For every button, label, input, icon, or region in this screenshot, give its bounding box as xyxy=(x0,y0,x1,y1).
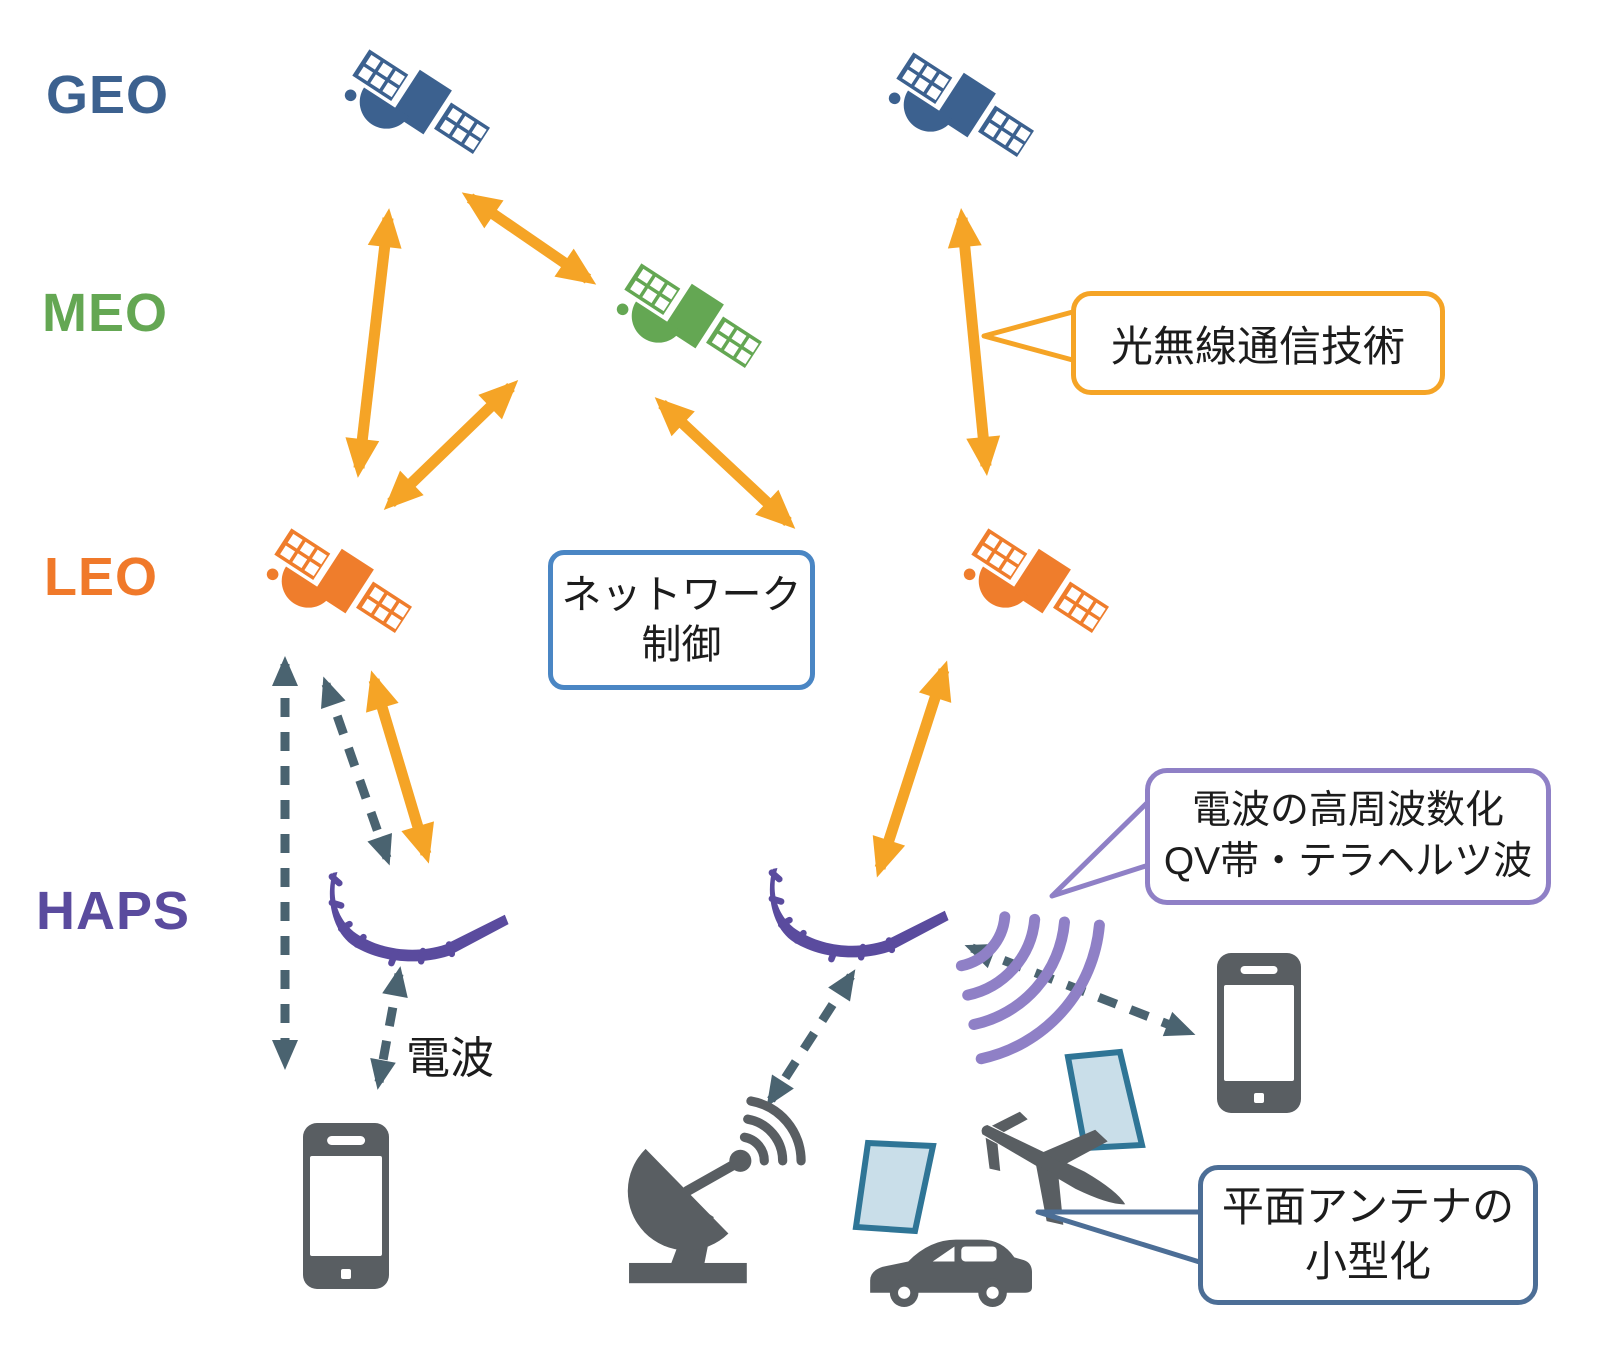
wifi-icon xyxy=(739,1096,806,1166)
callout-network-control-line1: ネットワーク xyxy=(561,573,802,617)
optical-link-arrow-geo-right-leo-right xyxy=(947,208,1001,476)
ground-station-icon xyxy=(627,1096,806,1284)
layer-label-meo: MEO xyxy=(42,283,169,343)
phone-home-button xyxy=(341,1269,351,1280)
layer-label-haps: HAPS xyxy=(36,881,191,941)
radio-link-arrow-leo-left-haps-left xyxy=(321,676,392,866)
callout-high-frequency-line1: 電波の高周波数化 xyxy=(1191,788,1504,832)
callout-tail-high-freq xyxy=(1049,795,1155,899)
callout-network-control-line2: 制御 xyxy=(641,623,722,667)
phone-speaker xyxy=(1240,965,1278,974)
callout-flat-antenna-line1: 平面アンテナの xyxy=(1221,1183,1515,1231)
geo-satellite-icon-right xyxy=(879,43,1040,183)
optical-link-arrow-meo-leo-right xyxy=(654,397,796,529)
callout-high-frequency-line2: QV帯・テラヘルツ波 xyxy=(1163,839,1533,883)
optical-link-arrow-geo-left-leo-left xyxy=(345,208,402,478)
callout-optical-wireless-text: 光無線通信技術 xyxy=(1110,322,1405,370)
leo-satellite-icon-left xyxy=(257,519,418,659)
haps-aircraft-icon-right xyxy=(770,868,949,959)
radio-wave-icon xyxy=(955,911,1105,1065)
callout-flat-antenna-line2: 小型化 xyxy=(1304,1238,1431,1285)
callout-optical-wireless: 光無線通信技術 xyxy=(1071,291,1445,395)
phone-speaker xyxy=(327,1136,365,1145)
callout-tail-optical xyxy=(981,307,1083,365)
callout-tail-flat-antenna xyxy=(1035,1209,1209,1267)
radio-wave-label: 電波 xyxy=(406,1034,494,1083)
airplane-icon xyxy=(981,1111,1126,1225)
meo-satellite-icon xyxy=(607,254,768,394)
flat-panel-antenna-icon-right xyxy=(1064,1048,1146,1152)
smartphone-icon-right xyxy=(1217,953,1301,1113)
optical-link-arrow-leo-left-haps-left xyxy=(366,670,434,864)
smartphone-icon-left xyxy=(303,1123,389,1289)
callout-high-frequency: 電波の高周波数化 QV帯・テラヘルツ波 xyxy=(1145,768,1551,905)
geo-satellite-icon-left xyxy=(335,40,496,180)
leo-satellite-icon-right xyxy=(954,519,1115,659)
radio-link-arrow-haps-left-phone xyxy=(370,966,408,1090)
callout-network-control: ネットワーク 制御 xyxy=(548,550,815,690)
layer-label-geo: GEO xyxy=(46,65,170,125)
haps-aircraft-icon-left xyxy=(330,872,509,963)
car-icon xyxy=(870,1239,1032,1307)
phone-home-button xyxy=(1254,1093,1264,1104)
optical-link-arrow-leo-right-haps-right xyxy=(872,660,952,878)
flat-panel-antenna-icon-center xyxy=(852,1139,937,1235)
callout-flat-antenna: 平面アンテナの 小型化 xyxy=(1198,1165,1538,1305)
optical-link-arrow-geo-left-meo xyxy=(461,192,597,285)
radio-link-arrow-haps-right-ground-station xyxy=(766,969,856,1107)
phone-screen xyxy=(309,1156,383,1256)
phone-screen xyxy=(1223,985,1295,1081)
layer-label-leo: LEO xyxy=(44,547,159,607)
optical-link-arrow-meo-leo-left xyxy=(383,380,519,510)
